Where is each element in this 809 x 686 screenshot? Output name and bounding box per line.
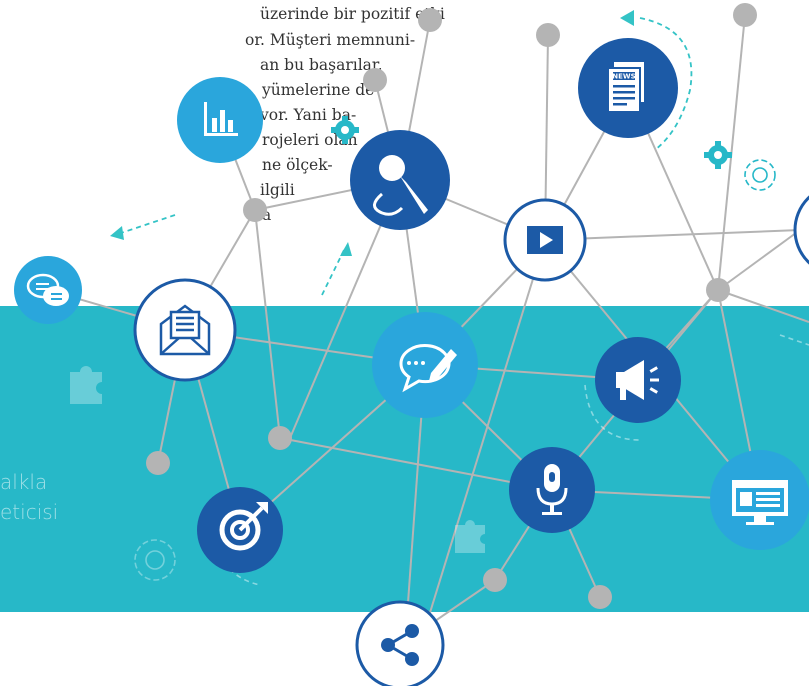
article-line: ne ölçek- xyxy=(262,156,333,174)
article-line: a xyxy=(262,206,272,224)
microphone-node xyxy=(350,130,450,230)
email-node xyxy=(133,278,237,382)
video-node xyxy=(503,198,587,282)
gear-outline-icon xyxy=(134,539,176,581)
article-line: üzerinde bir pozitif etki xyxy=(260,5,445,23)
partial-node xyxy=(793,195,809,265)
target-node xyxy=(197,487,283,573)
caption-line: alkla xyxy=(0,470,48,494)
faint-arrows xyxy=(209,334,809,586)
chat-bubbles-icon xyxy=(26,273,69,306)
gear-icon xyxy=(704,141,732,169)
puzzle-icon xyxy=(70,366,485,553)
arrow-heads xyxy=(110,10,634,256)
news-label: NEWS xyxy=(612,73,635,81)
chart-node xyxy=(177,77,263,163)
newspaper-icon: NEWS xyxy=(607,62,644,113)
article-line: yümelerine de xyxy=(262,81,375,99)
article-line: vor. Yani ba- xyxy=(260,106,357,124)
comment-pencil-icon xyxy=(399,344,457,393)
handheld-mic-icon xyxy=(379,155,428,214)
article-line: ilgili xyxy=(260,181,295,199)
target-icon xyxy=(219,502,268,551)
article-line: an bu başarılar, xyxy=(260,56,383,74)
monitor-node xyxy=(710,450,809,550)
article-line: rojeleri olan xyxy=(262,131,358,149)
article-line: or. Müşteri memnuni- xyxy=(245,31,416,49)
article-text: üzerinde bir pozitif etki or. Müşteri me… xyxy=(0,0,809,260)
megaphone-icon xyxy=(616,360,659,400)
gear-icon xyxy=(331,116,359,144)
monitor-icon xyxy=(732,480,788,525)
megaphone-node xyxy=(595,337,681,423)
comment-edit-node xyxy=(372,312,478,418)
grey-dots xyxy=(146,3,757,609)
share-icon xyxy=(381,624,419,666)
caption-line: eticisi xyxy=(0,500,59,524)
dashed-arrows xyxy=(117,17,693,296)
podcast-mic-node xyxy=(509,447,595,533)
gear-outline-icon xyxy=(744,159,776,191)
chat-node xyxy=(14,256,82,324)
share-node xyxy=(355,600,445,686)
play-icon xyxy=(527,226,563,254)
mic-icon xyxy=(536,464,568,515)
news-node: NEWS xyxy=(578,38,678,138)
bar-chart-icon xyxy=(204,102,238,136)
envelope-icon xyxy=(159,304,211,356)
